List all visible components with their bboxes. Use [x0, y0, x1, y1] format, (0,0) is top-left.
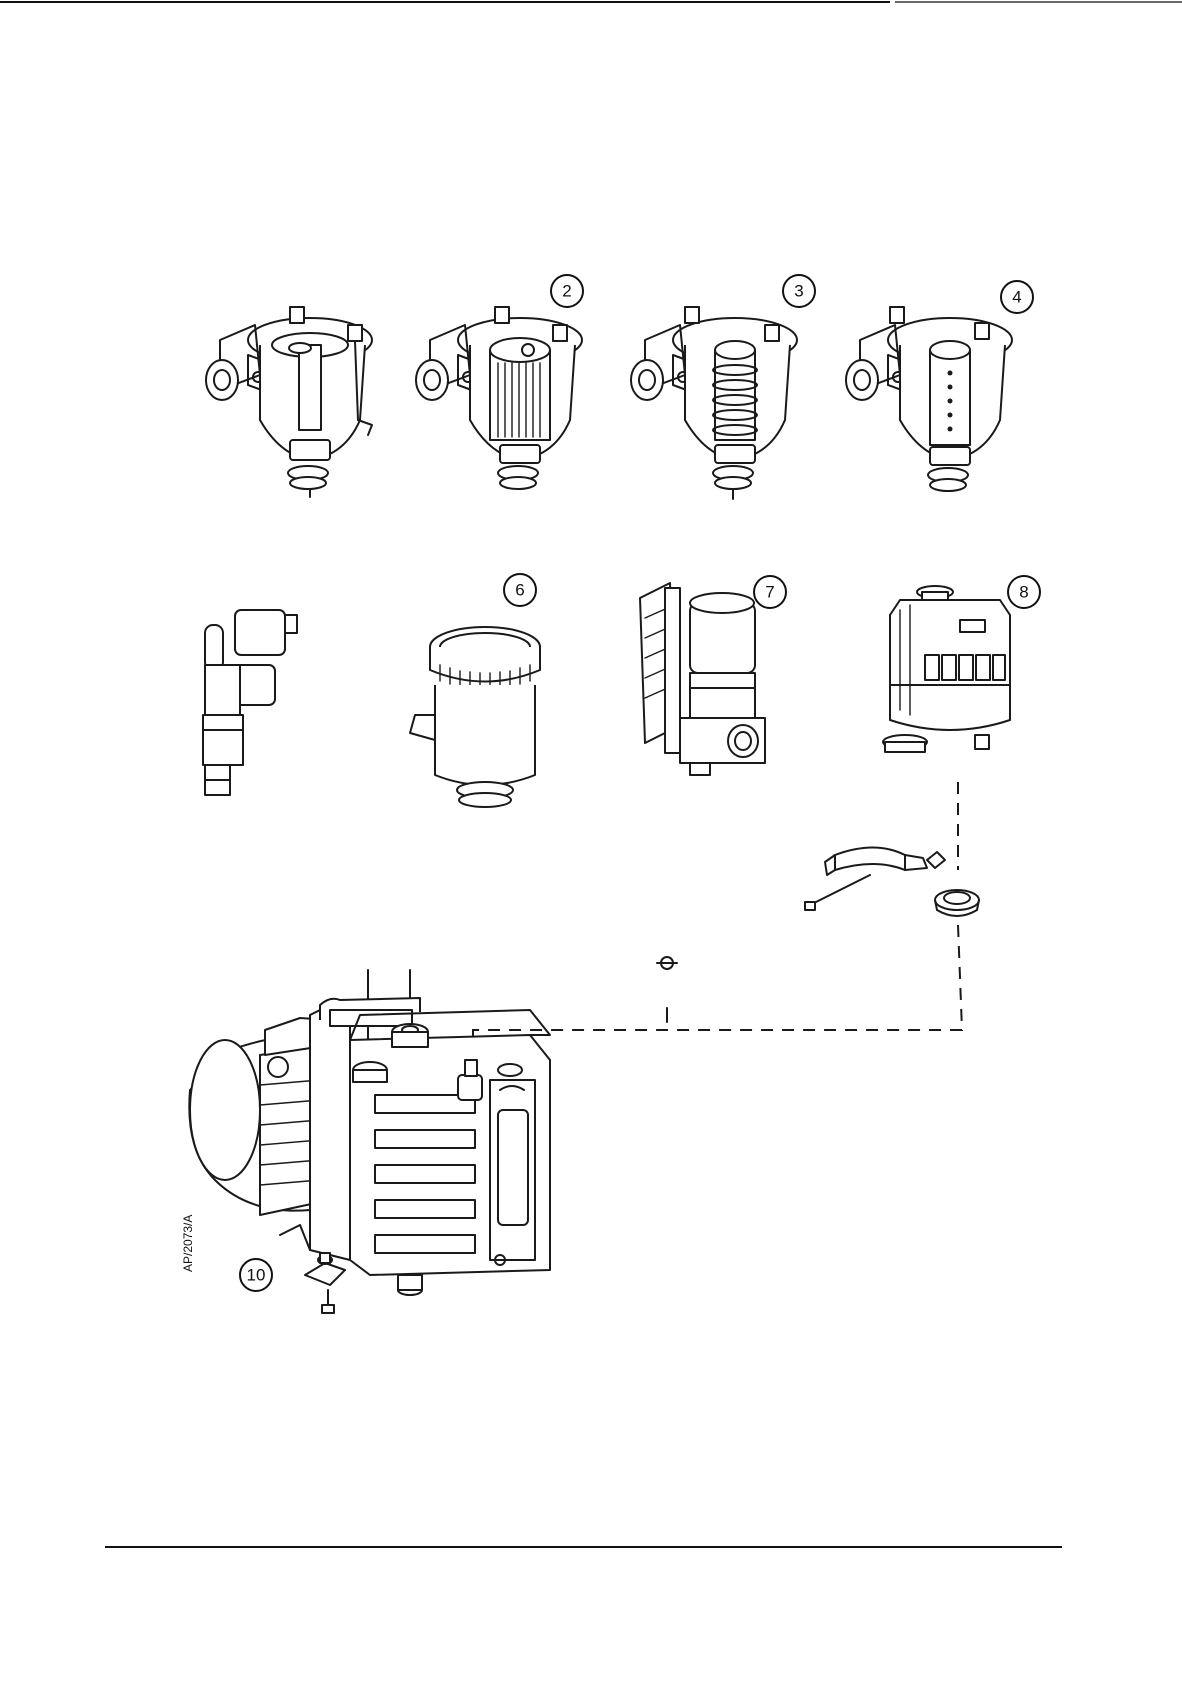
- callout-3: 3: [783, 275, 815, 307]
- callout-7-label: 7: [765, 583, 774, 602]
- filter-housing-icon: [206, 307, 372, 497]
- figure-reference-code: AP/2073/A: [181, 1215, 195, 1272]
- callout-6: 6: [504, 574, 536, 606]
- callout-10: 10: [240, 1259, 272, 1291]
- callout-4: 4: [1001, 281, 1033, 313]
- callout-6-label: 6: [515, 581, 524, 600]
- callout-7: 7: [754, 576, 786, 608]
- connector-fitting-icon: [657, 957, 677, 1022]
- rotary-vacuum-pump-icon: [189, 970, 550, 1295]
- callout-8: 8: [1008, 576, 1040, 608]
- clamp-ring-icon: [805, 848, 945, 911]
- connection-path: [473, 782, 962, 1060]
- callout-2-label: 2: [562, 282, 571, 301]
- inlet-trap-icon: [410, 627, 540, 807]
- filter-spring-element-icon: [631, 307, 797, 499]
- callout-10-label: 10: [247, 1266, 266, 1285]
- centring-seal-icon: [935, 890, 979, 916]
- filter-perforated-element-icon: [846, 307, 1012, 491]
- callout-4-label: 4: [1012, 288, 1021, 307]
- oil-mist-filter-icon: [883, 586, 1010, 752]
- solenoid-valve-icon: [203, 610, 297, 795]
- callout-3-label: 3: [794, 282, 803, 301]
- filter-cartridge-icon: [416, 307, 582, 489]
- callout-8-label: 8: [1019, 583, 1028, 602]
- valve-block-icon: [640, 583, 765, 775]
- mounting-foot-icon: [305, 1253, 345, 1313]
- callout-2: 2: [551, 275, 583, 307]
